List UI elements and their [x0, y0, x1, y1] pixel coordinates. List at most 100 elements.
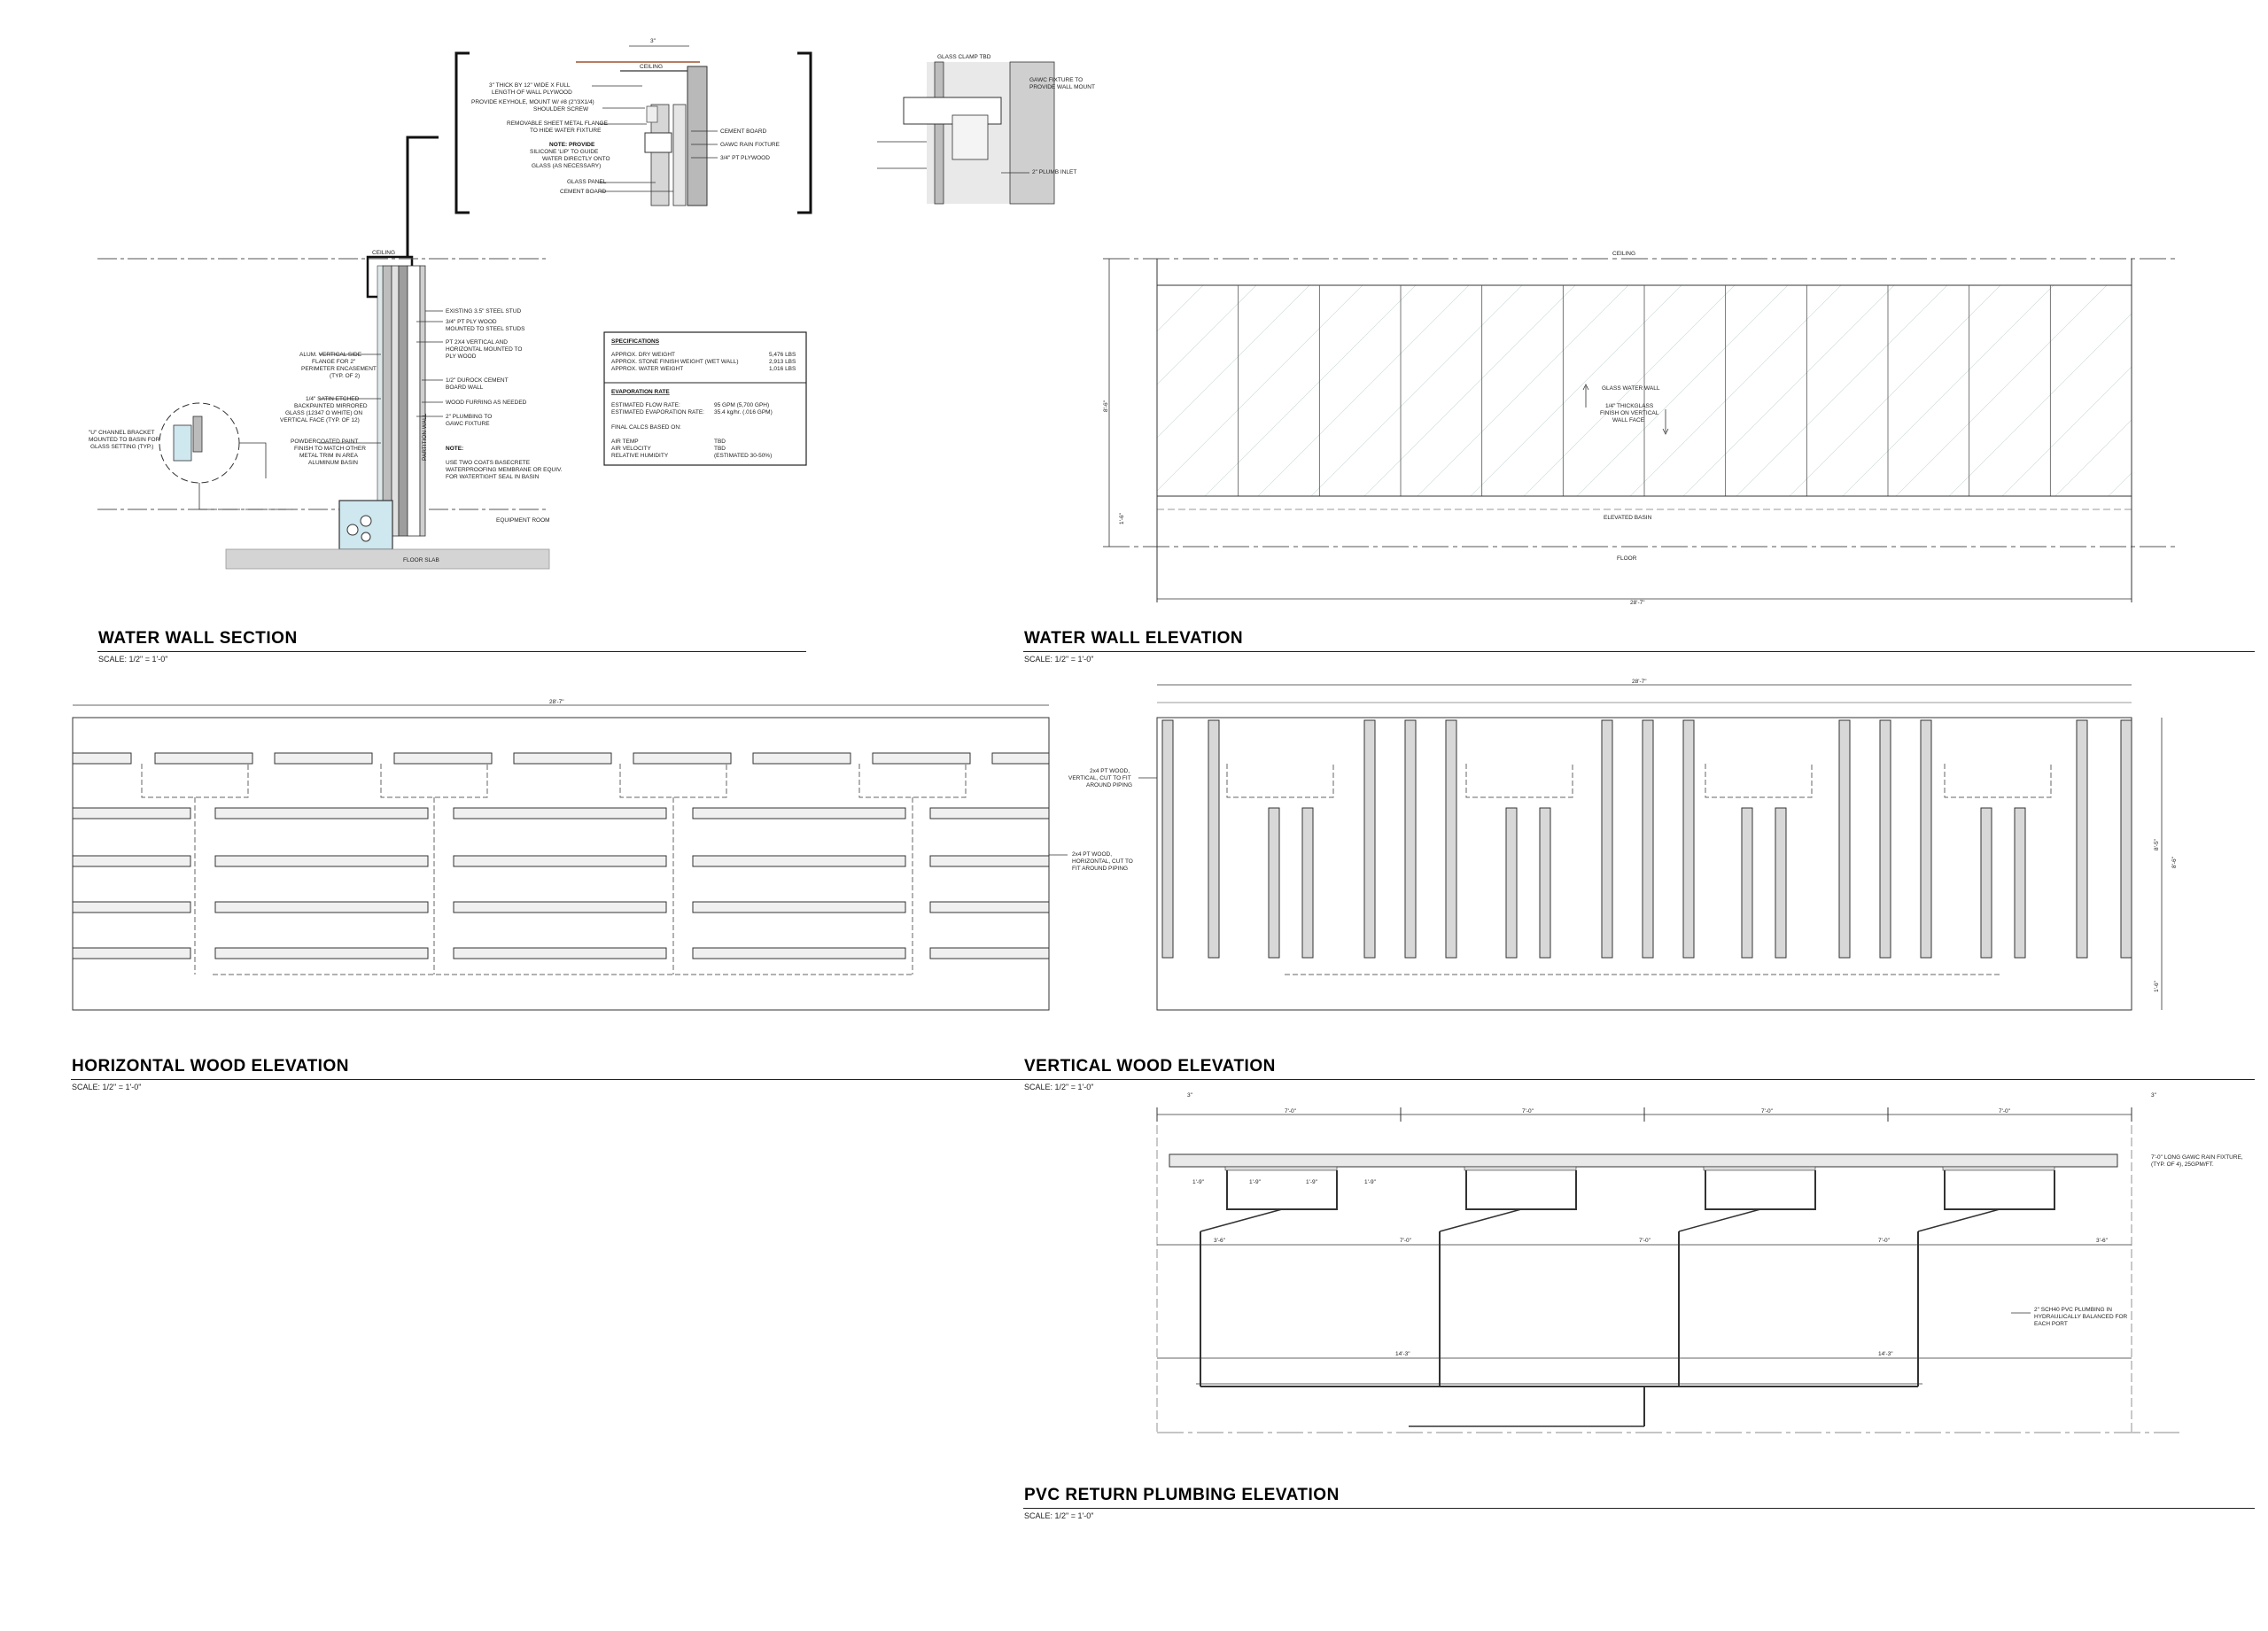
- horizontal-wood-elevation: 28'-7" 2x4 PT WOOD, HORIZONTAL, CUT TO F…: [72, 699, 1133, 1011]
- svg-text:1/2" DUROCK CEMENT: 1/2" DUROCK CEMENT: [446, 377, 509, 384]
- vertical-stud: [1301, 807, 1314, 959]
- vertical-pipe: [1465, 764, 1573, 798]
- svg-text:2" SCH40 PVC PLUMBING IN: 2" SCH40 PVC PLUMBING IN: [2034, 1307, 2112, 1313]
- svg-text:95 GPM (5,700 GPH): 95 GPM (5,700 GPH): [714, 402, 769, 408]
- svg-text:"U" CHANNEL BRACKET: "U" CHANNEL BRACKET: [89, 430, 154, 436]
- horizontal-board: [692, 947, 906, 959]
- svg-text:GLASS (AS NECESSARY): GLASS (AS NECESSARY): [532, 163, 601, 169]
- horizontal-board: [393, 752, 493, 765]
- svg-text:14'-3": 14'-3": [1878, 1351, 1893, 1357]
- svg-text:1'-9": 1'-9": [1249, 1179, 1262, 1185]
- svg-text:TBD: TBD: [714, 446, 726, 452]
- svg-text:1/4" THICKGLASS: 1/4" THICKGLASS: [1605, 403, 1654, 409]
- svg-text:FINISH ON VERTICAL: FINISH ON VERTICAL: [1600, 410, 1659, 416]
- svg-text:2,913 LBS: 2,913 LBS: [769, 359, 796, 365]
- svg-text:7'-0": 7'-0": [1999, 1108, 2011, 1115]
- svg-text:FINISH TO MATCH OTHER: FINISH TO MATCH OTHER: [294, 446, 366, 452]
- svg-text:AROUND PIPING: AROUND PIPING: [1086, 782, 1132, 788]
- svg-text:BACKPAINTED MIRRORED: BACKPAINTED MIRRORED: [294, 403, 368, 409]
- svg-text:GLASS SETTING (TYP.): GLASS SETTING (TYP.): [90, 444, 153, 450]
- svg-text:FIT AROUND PIPING: FIT AROUND PIPING: [1072, 866, 1128, 872]
- specifications-box: SPECIFICATIONS APPROX. DRY WEIGHT 5,476 …: [603, 331, 807, 466]
- section-scale: SCALE: 1/2" = 1'-0": [98, 655, 168, 664]
- svg-text:14'-3": 14'-3": [1395, 1351, 1410, 1357]
- horizontal-board: [872, 752, 971, 765]
- clamp-note: GLASS CLAMP TBD: [937, 54, 991, 60]
- svg-text:WOOD FURRING AS NEEDED: WOOD FURRING AS NEEDED: [446, 400, 527, 406]
- horizontal-board: [453, 807, 667, 819]
- svg-text:1/4" SATIN ETCHED: 1/4" SATIN ETCHED: [306, 396, 360, 402]
- svg-text:TBD: TBD: [714, 439, 726, 445]
- horizontal-board: [214, 855, 429, 867]
- pvc-fixture-drop: [1703, 1166, 1816, 1171]
- pvc-pipe: [1944, 1170, 2055, 1210]
- horizontal-scale: SCALE: 1/2" = 1'-0": [72, 1083, 142, 1091]
- svg-text:HORIZONTAL, CUT TO: HORIZONTAL, CUT TO: [1072, 858, 1133, 865]
- vertical-pipe: [1226, 764, 1334, 798]
- svg-text:7'-0": 7'-0": [1522, 1108, 1534, 1115]
- svg-text:BOARD WALL: BOARD WALL: [446, 384, 484, 391]
- horizontal-board: [214, 807, 429, 819]
- vertical-stud: [1879, 719, 1891, 959]
- elevation-title: WATER WALL ELEVATION: [1024, 629, 1244, 648]
- svg-text:VERTICAL FACE (TYP. OF 12): VERTICAL FACE (TYP. OF 12): [280, 417, 360, 423]
- pvc-pipe: [1200, 1208, 1283, 1232]
- elevation-title-rule: [1023, 651, 2255, 652]
- pvc-scale: SCALE: 1/2" = 1'-0": [1024, 1511, 1094, 1520]
- pvc-title-rule: [1023, 1508, 2255, 1509]
- vertical-stud: [1980, 807, 1992, 959]
- pvc-fixture-drop: [1464, 1166, 1577, 1171]
- svg-text:EXISTING 3.5" STEEL STUD: EXISTING 3.5" STEEL STUD: [446, 308, 521, 315]
- svg-text:GLASS (12347 O WHITE) ON: GLASS (12347 O WHITE) ON: [285, 410, 362, 416]
- horizontal-board: [214, 947, 429, 959]
- svg-text:PROVIDE WALL MOUNT: PROVIDE WALL MOUNT: [1029, 84, 1095, 90]
- svg-text:7'-0": 7'-0": [1285, 1108, 1297, 1115]
- svg-text:2x4 PT WOOD,: 2x4 PT WOOD,: [1072, 851, 1112, 858]
- svg-text:2" PLUMB INLET: 2" PLUMB INLET: [1032, 169, 1076, 175]
- svg-text:NOTE:: NOTE:: [446, 446, 463, 452]
- pvc-plumbing-elevation: 7'-0" 7'-0" 7'-0" 7'-0" 3" 3" 1'-9" 1'-9…: [1156, 1092, 2243, 1435]
- svg-text:APPROX. DRY WEIGHT: APPROX. DRY WEIGHT: [611, 352, 675, 358]
- elev-basin-dim: 1'-6": [1119, 512, 1125, 524]
- svg-text:3/4" PT PLY WOOD: 3/4" PT PLY WOOD: [446, 319, 497, 325]
- svg-text:FLANGE FOR 2": FLANGE FOR 2": [312, 359, 356, 365]
- svg-text:SHOULDER SCREW: SHOULDER SCREW: [533, 106, 589, 113]
- section-title-rule: [97, 651, 806, 652]
- svg-text:1,016 LBS: 1,016 LBS: [769, 366, 796, 372]
- horizontal-board: [929, 947, 1050, 959]
- horizontal-board: [72, 855, 191, 867]
- vertical-stud: [1363, 719, 1376, 959]
- horizontal-board: [692, 901, 906, 913]
- svg-text:8'-5": 8'-5": [2154, 838, 2160, 850]
- horizontal-board: [214, 901, 429, 913]
- svg-text:MOUNTED TO BASIN FOR: MOUNTED TO BASIN FOR: [89, 437, 160, 443]
- svg-text:TO HIDE WATER FIXTURE: TO HIDE WATER FIXTURE: [530, 128, 602, 134]
- svg-text:USE TWO COATS BASECRETE: USE TWO COATS BASECRETE: [446, 460, 531, 466]
- svg-text:(ESTIMATED 30-50%): (ESTIMATED 30-50%): [714, 453, 772, 459]
- horizontal-board: [453, 901, 667, 913]
- svg-text:(TYP. OF 2): (TYP. OF 2): [330, 373, 360, 379]
- equipment-room-label: EQUIPMENT ROOM: [496, 517, 550, 524]
- vert-top-dim: 28'-7": [1632, 679, 1647, 685]
- horizontal-title: HORIZONTAL WOOD ELEVATION: [72, 1057, 349, 1076]
- svg-text:HYDRAULICALLY BALANCED FOR: HYDRAULICALLY BALANCED FOR: [2034, 1314, 2128, 1320]
- vertical-pipe: [1705, 764, 1813, 798]
- svg-text:ESTIMATED FLOW RATE:: ESTIMATED FLOW RATE:: [611, 402, 680, 408]
- pvc-title: PVC RETURN PLUMBING ELEVATION: [1024, 1486, 1340, 1504]
- svg-text:3" THICK BY 12" WIDE X FULL: 3" THICK BY 12" WIDE X FULL: [489, 82, 571, 89]
- vertical-stud: [1642, 719, 1654, 959]
- detail-right-notes: CEMENT BOARD GAWC RAIN FIXTURE 3/4" PT P…: [720, 128, 781, 161]
- svg-text:WALL FACE: WALL FACE: [1612, 417, 1645, 423]
- pvc-pipe: [1465, 1170, 1577, 1210]
- svg-text:35.4 kg/hr. (.016 GPM): 35.4 kg/hr. (.016 GPM): [714, 409, 773, 416]
- horizontal-board: [72, 752, 132, 765]
- vertical-stud: [2120, 719, 2132, 959]
- horizontal-board: [692, 807, 906, 819]
- horiz-top-dim: 28'-7": [549, 699, 564, 705]
- vertical-stud: [1161, 719, 1174, 959]
- vertical-wood-elevation: 28'-7" 2x4 PT WOOD, VERTICAL, CUT TO FIT…: [1068, 679, 2178, 1011]
- svg-text:GAWC FIXTURE TO: GAWC FIXTURE TO: [1029, 77, 1083, 83]
- svg-text:CEMENT BOARD: CEMENT BOARD: [560, 189, 607, 195]
- svg-text:EACH PORT: EACH PORT: [2034, 1321, 2068, 1327]
